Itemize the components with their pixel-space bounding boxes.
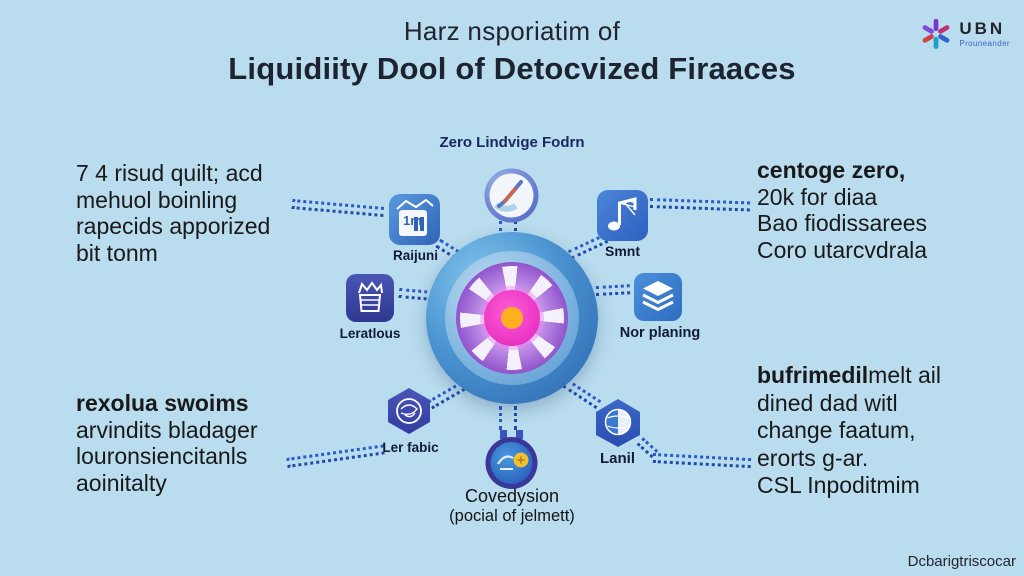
medal-circle-icon xyxy=(483,430,540,490)
note-line: CSL Inpoditmim xyxy=(757,472,920,499)
brand-logo: UBN Prouneander xyxy=(919,16,1010,55)
dotted-connector xyxy=(286,444,385,468)
note-line: dined dad witl xyxy=(757,389,898,416)
note-title: bufrimedilmelt ail xyxy=(757,362,941,390)
node-sublabel-covedysion: (pocial of jelmett) xyxy=(449,507,575,525)
note-line: change faatum, xyxy=(757,417,916,444)
title-line1: Harz nsporiatim of xyxy=(403,16,621,46)
basket-icon xyxy=(345,273,395,323)
ubn-logo-icon xyxy=(919,16,953,55)
note-line: Bao fiodissarees xyxy=(757,210,928,237)
note-line: erorts g-ar. xyxy=(757,444,869,471)
note-bottom-left: rexolua swoims arvindits bladager louron… xyxy=(76,390,258,497)
liquidity-pool-hub xyxy=(426,232,598,404)
page-title: Harz nsporiatim of Liquidiity Dool of De… xyxy=(0,16,1024,87)
note-line: 20k for diaa xyxy=(757,183,878,210)
note-line: bit tonm xyxy=(76,240,158,267)
layers-icon xyxy=(633,272,683,322)
dotted-connector xyxy=(595,284,631,296)
dotted-connector xyxy=(652,453,752,469)
node-label-covedysion: Covedysion xyxy=(464,486,560,506)
chart-frame-icon: 1m xyxy=(388,193,441,246)
note-line: louronsiencitanls xyxy=(76,443,248,470)
hub-core xyxy=(501,307,523,329)
note-bottom-right: bufrimedilmelt ail dined dad witl change… xyxy=(757,362,941,500)
note-line: mehuol boinling xyxy=(76,186,238,213)
note-line: aoinitalty xyxy=(76,470,167,497)
node-label-top: Zero Lindvige Fodrn xyxy=(439,134,585,151)
note-title-rest: melt ail xyxy=(868,362,942,388)
logo-name: UBN xyxy=(959,19,1006,38)
pen-circle-icon xyxy=(484,168,539,223)
music-note-icon xyxy=(596,189,649,242)
note-title: centoge zero, xyxy=(757,157,906,183)
note-title-bold: bufrimedil xyxy=(757,362,869,388)
logo-subtitle: Prouneander xyxy=(959,39,1010,48)
note-top-left: 7 4 risud quilt; acd mehuol boinling rap… xyxy=(76,160,270,267)
dotted-connector xyxy=(499,406,517,430)
node-label-smnt: Smnt xyxy=(605,243,640,259)
hub-center xyxy=(484,290,540,346)
node-label-leratlous: Leratlous xyxy=(339,326,401,341)
note-title: rexolua swoims xyxy=(76,390,249,416)
title-line2: Liquidiity Dool of Detocvized Firaaces xyxy=(228,51,796,86)
node-label-lanil: Lanil xyxy=(599,450,635,467)
globe-shield-icon xyxy=(593,398,643,448)
note-line: 7 4 risud quilt; acd xyxy=(76,160,263,186)
note-line: rapecids apporized xyxy=(76,213,271,240)
hub-inner-ring xyxy=(445,251,579,385)
dotted-connector xyxy=(649,198,751,212)
scribble-badge-icon xyxy=(385,387,433,435)
note-top-right: centoge zero, 20k for diaa Bao fiodissar… xyxy=(757,157,927,264)
watermark-text: Dcbarigtriscocar xyxy=(907,553,1016,570)
note-line: arvindits bladager xyxy=(76,416,258,443)
hub-wheel xyxy=(456,262,568,374)
dotted-connector xyxy=(291,199,385,217)
node-label-norplaning: Nor planing xyxy=(619,325,701,341)
note-line: Coro utarcvdrala xyxy=(757,237,928,264)
node-label-raijuni: Raijuni xyxy=(392,248,438,263)
node-label-lerfabic: Ler fabic xyxy=(382,440,439,455)
icon-label-1m: 1m xyxy=(403,213,422,228)
